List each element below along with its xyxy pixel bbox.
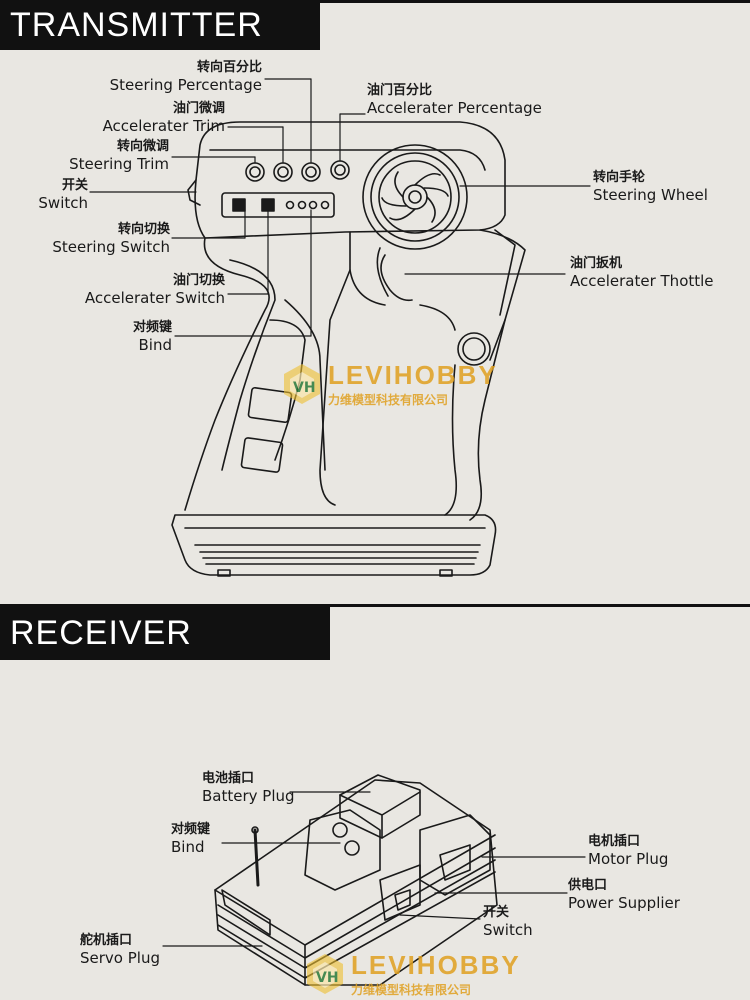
- label-power-supplier: 供电口 Power Supplier: [568, 878, 680, 912]
- levihobby-logo-icon: VH: [284, 364, 320, 404]
- label-accelerator-switch: 油门切换 Accelerater Switch: [84, 273, 225, 307]
- label-bind: 对频键 Bind: [132, 320, 172, 354]
- receiver-title: RECEIVER: [10, 613, 192, 652]
- transmitter-title: TRANSMITTER: [10, 5, 263, 44]
- label-steering-percentage: 转向百分比 Steering Percentage: [109, 60, 262, 94]
- svg-text:VH: VH: [293, 380, 316, 396]
- receiver-leaders: [162, 791, 586, 947]
- label-battery-plug: 电池插口 Battery Plug: [202, 771, 295, 805]
- watermark-name: LEVIHOBBY: [351, 950, 521, 980]
- label-motor-plug: 电机插口 Motor Plug: [588, 834, 669, 868]
- watermark-company: 力维模型科技有限公司: [328, 393, 449, 407]
- svg-text:VH: VH: [316, 970, 339, 986]
- label-steering-switch: 转向切换 Steering Switch: [52, 222, 170, 256]
- label-accelerator-throttle: 油门扳机 Accelerater Thottle: [570, 256, 714, 290]
- receiver-drawing: [214, 774, 498, 986]
- transmitter-rule: [0, 0, 750, 3]
- transmitter-drawing: [171, 121, 526, 577]
- transmitter-leaders: [89, 78, 591, 337]
- watermark-name: LEVIHOBBY: [328, 360, 498, 390]
- transmitter-header: TRANSMITTER: [0, 0, 320, 50]
- label-steering-wheel: 转向手轮 Steering Wheel: [593, 170, 708, 204]
- receiver-rule: [0, 604, 750, 607]
- label-servo-plug: 舵机插口 Servo Plug: [80, 933, 160, 967]
- watermark-receiver: VH LEVIHOBBY 力维模型科技有限公司: [303, 950, 521, 998]
- watermark-transmitter: VH LEVIHOBBY 力维模型科技有限公司: [280, 360, 498, 408]
- label-receiver-switch: 开关 Switch: [483, 905, 533, 939]
- label-accelerator-trim: 油门微调 Accelerater Trim: [102, 101, 225, 135]
- receiver-header: RECEIVER: [0, 606, 330, 660]
- label-accelerator-percentage: 油门百分比 Accelerater Percentage: [367, 83, 542, 117]
- label-steering-trim: 转向微调 Steering Trim: [69, 139, 169, 173]
- levihobby-logo-icon: VH: [307, 954, 343, 994]
- label-switch: 开关 Switch: [38, 178, 88, 212]
- label-receiver-bind: 对频键 Bind: [171, 822, 211, 856]
- watermark-company: 力维模型科技有限公司: [351, 983, 472, 997]
